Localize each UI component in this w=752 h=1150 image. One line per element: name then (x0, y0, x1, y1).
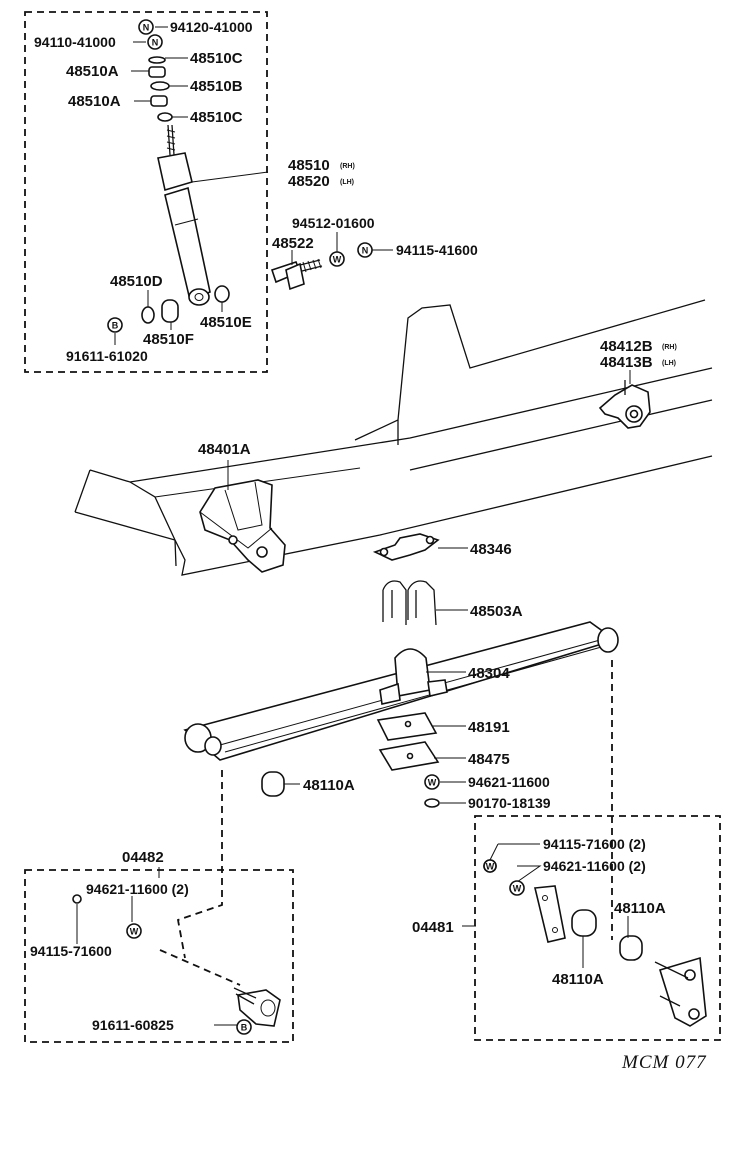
rear-eye-link-line (176, 770, 223, 959)
circle-marker-n: N (147, 34, 163, 50)
svg-text:W: W (486, 862, 495, 872)
circle-marker-b: B (236, 1019, 252, 1035)
shock-absorber-drawing (141, 56, 323, 324)
part-label-94115-71600-x2-right: 94115-71600 (2) (543, 836, 646, 852)
shackle-link-line (159, 949, 241, 986)
part-label-94115-41600: 94115-41600 (396, 242, 478, 258)
part-label-48510b: 48510B (190, 78, 243, 95)
side-mark-lh: (LH) (340, 179, 354, 186)
svg-text:W: W (130, 927, 139, 937)
part-label-94120-41000: 94120-41000 (170, 19, 253, 35)
leader-lines (76, 26, 631, 1026)
svg-text:N: N (362, 246, 369, 256)
frame-rail-drawing (74, 299, 713, 576)
part-label-48510e: 48510E (200, 314, 252, 331)
part-label-94621-11600-x2-right: 94621-11600 (2) (543, 858, 646, 874)
leaf-spring-drawing (183, 533, 619, 808)
svg-text:W: W (428, 778, 437, 788)
part-label-48110a-kit-upper: 48110A (614, 900, 666, 917)
part-label-90170-18139: 90170-18139 (468, 795, 551, 811)
part-label-48401a: 48401A (198, 441, 251, 458)
part-label-94621-11600: 94621-11600 (468, 774, 550, 790)
part-label-48191: 48191 (468, 719, 510, 736)
svg-text:B: B (112, 321, 119, 331)
part-label-48413b: 48413B (600, 354, 653, 371)
kit-label-04482: 04482 (122, 849, 164, 866)
part-label-94512-01600: 94512-01600 (292, 215, 375, 231)
svg-text:N: N (143, 23, 150, 33)
kit-label-04481: 04481 (412, 919, 454, 936)
part-label-48510c-upper: 48510C (190, 50, 243, 67)
svg-text:W: W (333, 255, 342, 265)
drawing-reference-code: MCM 077 (621, 1052, 707, 1073)
part-label-48522: 48522 (272, 235, 314, 252)
circle-marker-w: W (424, 774, 440, 790)
part-label-48110a-kit-lower: 48110A (552, 971, 604, 988)
circle-marker-w: W (509, 880, 525, 896)
part-label-48510c-lower: 48510C (190, 109, 243, 126)
circle-marker-w: W (329, 251, 345, 267)
rear-spring-bracket-drawing (598, 380, 651, 429)
part-label-48520: 48520 (288, 173, 330, 190)
svg-text:N: N (152, 38, 159, 48)
side-mark-rh: (RH) (662, 344, 677, 351)
fastener-markers: N N N W W W W W B B (107, 19, 525, 1035)
part-label-91611-60825: 91611-60825 (92, 1017, 174, 1033)
circle-marker-w: W (483, 859, 497, 873)
part-label-48510a-upper: 48510A (66, 63, 119, 80)
part-label-48346: 48346 (470, 541, 512, 558)
shackle-kit-drawing (72, 859, 707, 1027)
part-label-94621-11600-x2-left: 94621-11600 (2) (86, 881, 189, 897)
circle-marker-w: W (126, 923, 142, 939)
circle-marker-n: N (357, 242, 373, 258)
part-label-48475: 48475 (468, 751, 510, 768)
part-label-94115-71600-left: 94115-71600 (30, 943, 112, 959)
part-label-48503a: 48503A (470, 603, 523, 620)
svg-text:W: W (513, 884, 522, 894)
circle-marker-b: B (107, 317, 123, 333)
shock-absorber-group-box (24, 11, 268, 373)
side-mark-rh: (RH) (340, 163, 355, 170)
side-mark-lh: (LH) (662, 360, 676, 367)
part-label-48510d: 48510D (110, 273, 163, 290)
part-label-94110-41000: 94110-41000 (34, 34, 116, 50)
circle-marker-n: N (138, 19, 154, 35)
part-label-48110a: 48110A (303, 777, 355, 794)
part-label-91611-61020: 91611-61020 (66, 348, 148, 364)
front-bushing-kit-04481-box (474, 815, 721, 1041)
part-label-48510a-lower: 48510A (68, 93, 121, 110)
part-label-48510: 48510 (288, 157, 330, 174)
spring-hanger-bracket-drawing (199, 479, 286, 573)
part-label-48412b: 48412B (600, 338, 653, 355)
part-label-48510f: 48510F (143, 331, 194, 348)
svg-text:B: B (241, 1023, 248, 1033)
part-label-48304: 48304 (468, 665, 510, 682)
